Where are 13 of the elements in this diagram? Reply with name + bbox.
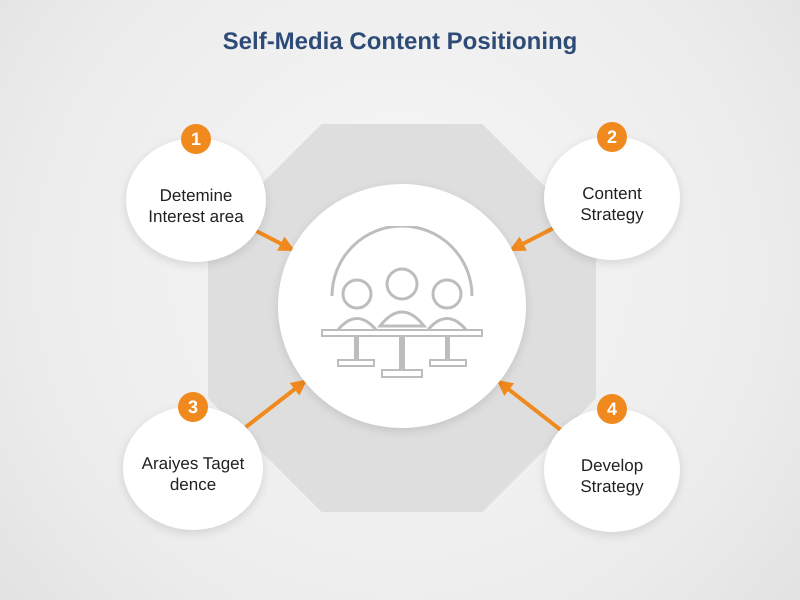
step-label: Detemine Interest area bbox=[147, 184, 245, 228]
title: Self-Media Content Positioning bbox=[222, 28, 578, 56]
arrow bbox=[244, 380, 308, 429]
step-number: 3 bbox=[178, 392, 208, 422]
arrow bbox=[256, 229, 295, 252]
step-label: Develop Strategy bbox=[579, 454, 645, 498]
arrow bbox=[509, 226, 554, 252]
step-label: Content Strategy bbox=[579, 182, 645, 226]
step-number: 2 bbox=[597, 122, 627, 152]
step-label: Araiyes Taget dence bbox=[140, 452, 246, 496]
step-number: 1 bbox=[181, 124, 211, 154]
step-number: 4 bbox=[597, 394, 627, 424]
arrow bbox=[496, 380, 562, 432]
